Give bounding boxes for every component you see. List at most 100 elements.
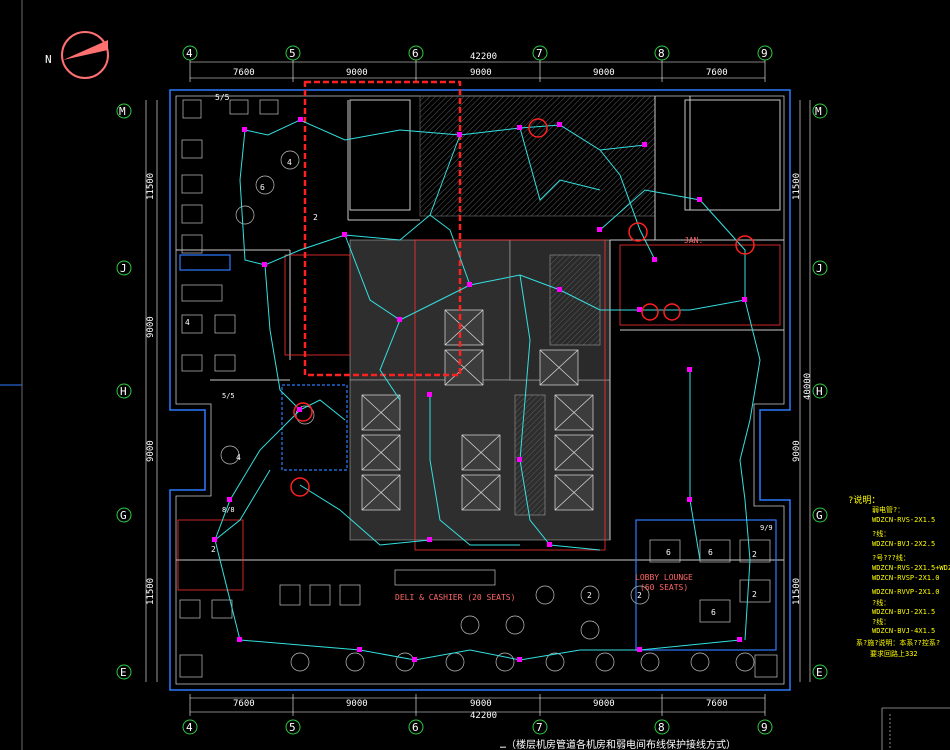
- svg-text:2: 2: [637, 591, 642, 600]
- svg-text:2: 2: [752, 590, 757, 599]
- dim-label-5-5: 5/5: [222, 392, 235, 400]
- title-block-corner: [881, 707, 950, 750]
- left-row-dim-2: 9000: [146, 316, 156, 338]
- room-lobby-lounge-seats: (60 SEATS): [640, 583, 688, 592]
- room-deli-cashier: DELI & CASHIER (20 SEATS): [395, 593, 515, 602]
- svg-text:2: 2: [752, 550, 757, 559]
- legend-line-6: WDZCN-RVS-2X1.5+WDZC: [872, 564, 950, 572]
- left-row-dim-1: 11500: [146, 173, 156, 200]
- svg-text:6: 6: [711, 608, 716, 617]
- col-label-8-bottom: 8: [658, 721, 665, 734]
- svg-text:4: 4: [236, 453, 241, 462]
- left-row-dim-4: 11500: [146, 578, 156, 605]
- device-number-badges: 6 4 2 5/5 4 4 2 2 2 6 6 2 2 6: [185, 93, 757, 617]
- row-label-G-left: G: [120, 509, 127, 522]
- column-grid-bottom: [182, 719, 773, 735]
- svg-text:2: 2: [211, 545, 216, 554]
- svg-text:2: 2: [587, 591, 592, 600]
- col-label-9-top: 9: [761, 47, 768, 60]
- bottom-dimension-chain: [189, 694, 766, 716]
- svg-text:4: 4: [185, 318, 190, 327]
- legend-line-10: WDZCN-BVJ-2X1.5: [872, 608, 935, 616]
- device-markers: [212, 117, 747, 662]
- col-label-4-top: 4: [186, 47, 193, 60]
- red-room-outlines: [177, 239, 781, 591]
- bottom-span-5: 7600: [706, 699, 728, 709]
- dim-label-9-9: 9/9: [760, 524, 773, 532]
- legend-line-12: WDZCN-BVJ-4X1.5: [872, 627, 935, 635]
- right-row-dim-3: 9000: [792, 440, 802, 462]
- north-label: N: [45, 53, 52, 66]
- svg-text:6: 6: [708, 548, 713, 557]
- row-label-G-right: G: [816, 509, 823, 522]
- svg-text:5/5: 5/5: [215, 93, 230, 102]
- legend-line-7: WDZCN-RVSP-2X1.0: [872, 574, 939, 582]
- top-span-5: 7600: [706, 68, 728, 78]
- row-grid-right: [812, 103, 828, 680]
- legend-line-9: ?线：: [872, 598, 890, 607]
- top-dimension-chain: [189, 60, 766, 82]
- bottom-span-2: 9000: [346, 699, 368, 709]
- legend-line-13: 系?施?说明：本系??控系?: [856, 638, 940, 647]
- top-span-2: 9000: [346, 68, 368, 78]
- svg-text:6: 6: [666, 548, 671, 557]
- row-label-H-right: H: [816, 385, 823, 398]
- col-label-7-top: 7: [536, 47, 543, 60]
- col-label-6-top: 6: [412, 47, 419, 60]
- top-span-3: 9000: [470, 68, 492, 78]
- bottom-span-3: 9000: [470, 699, 492, 709]
- legend-panel: ?说明： 弱电管?： WDZCN-RVS-2X1.5 ?线： WDZCN-BVJ…: [848, 494, 950, 658]
- legend-line-5: ?号???线：: [872, 553, 910, 562]
- north-arrow: N: [45, 31, 109, 79]
- row-label-J-right: J: [816, 262, 823, 275]
- legend-title: ?说明：: [848, 494, 880, 506]
- col-label-5-top: 5: [289, 47, 296, 60]
- row-label-M-left: M: [119, 105, 126, 118]
- bottom-span-1: 7600: [233, 699, 255, 709]
- drawing-caption: …（楼层机房管道各机房和弱电间布线保护接线方式）: [500, 738, 736, 750]
- elevator-group: [361, 309, 594, 511]
- legend-line-14: 要求回路上332: [870, 649, 918, 658]
- room-jan: JAN.: [684, 236, 703, 245]
- legend-line-1: 弱电管?：: [872, 505, 904, 514]
- overall-dimension-bottom: 42200: [470, 711, 497, 721]
- right-row-dim-1: 11500: [792, 173, 802, 200]
- col-label-8-top: 8: [658, 47, 665, 60]
- room-lobby-lounge: LOBBY LOUNGE: [635, 573, 693, 582]
- building-outline: [169, 89, 791, 691]
- building-core: [349, 95, 656, 541]
- row-label-M-right: M: [815, 105, 822, 118]
- row-label-E-right: E: [816, 666, 823, 679]
- left-row-dim-3: 9000: [146, 440, 156, 462]
- interior-walls: [176, 96, 784, 561]
- col-label-4-bottom: 4: [186, 721, 193, 734]
- top-span-4: 9000: [593, 68, 615, 78]
- legend-line-11: ?线：: [872, 617, 890, 626]
- column-grid-top: [182, 45, 773, 61]
- legend-line-8: WDZCN-RVVP-2X1.0: [872, 588, 939, 596]
- side-dimension-lines: [145, 100, 811, 682]
- svg-text:2: 2: [313, 213, 318, 222]
- row-label-E-left: E: [120, 666, 127, 679]
- row-grid-left: [116, 103, 132, 680]
- col-label-9-bottom: 9: [761, 721, 768, 734]
- right-row-dim-4: 11500: [792, 578, 802, 605]
- svg-text:6: 6: [260, 183, 265, 192]
- issue-circles: [290, 118, 755, 497]
- right-row-dim-2: 40000: [803, 373, 813, 400]
- revision-cloud: [303, 80, 462, 377]
- bottom-span-4: 9000: [593, 699, 615, 709]
- row-label-H-left: H: [120, 385, 127, 398]
- row-label-J-left: J: [120, 262, 127, 275]
- col-label-7-bottom: 7: [536, 721, 543, 734]
- furniture-tables: [179, 99, 778, 678]
- top-span-1: 7600: [233, 68, 255, 78]
- svg-text:4: 4: [287, 158, 292, 167]
- col-label-5-bottom: 5: [289, 721, 296, 734]
- legend-line-3: ?线：: [872, 529, 890, 538]
- legend-line-2: WDZCN-RVS-2X1.5: [872, 516, 935, 524]
- cable-routes: [214, 119, 761, 661]
- overall-dimension-top: 42200: [470, 52, 497, 62]
- dim-label-8-8: 8/8: [222, 506, 235, 514]
